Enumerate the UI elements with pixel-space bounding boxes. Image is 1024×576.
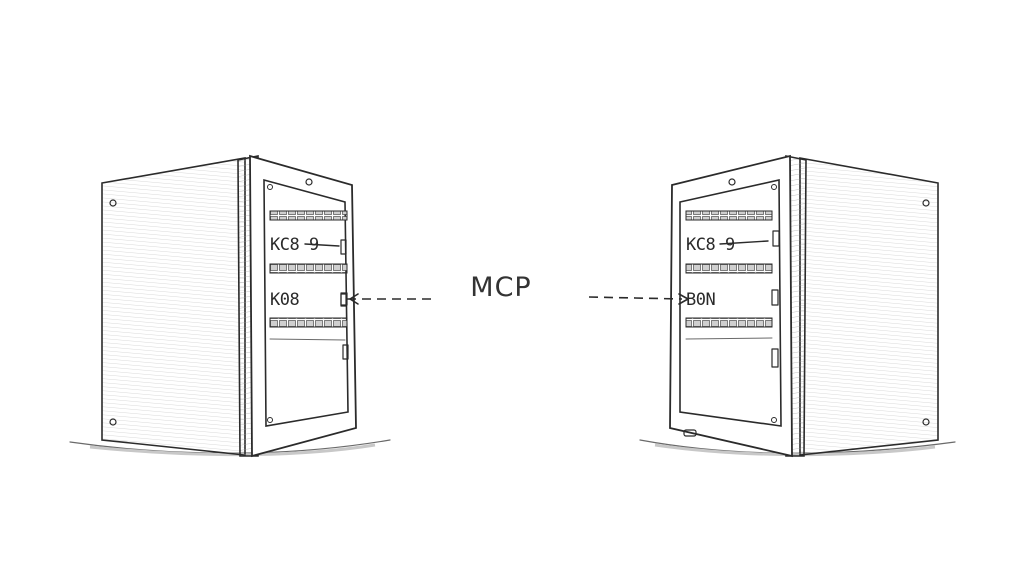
right-connector xyxy=(588,293,689,305)
right-server-side-face xyxy=(799,157,939,456)
right-indicator-line xyxy=(719,240,769,245)
left-indicator-line xyxy=(269,338,346,341)
left-server: KC8 9 K08 xyxy=(69,154,391,458)
right-drive-bay-strip xyxy=(685,263,773,274)
left-panel-label-2: K08 xyxy=(270,290,299,310)
screw-icon xyxy=(922,418,930,426)
left-server-panel xyxy=(263,178,349,427)
left-drive-bay-strip xyxy=(269,263,348,274)
connector-label: MCP xyxy=(470,272,531,303)
right-drive-bay-strip xyxy=(685,317,773,328)
right-panel-label-1: KC8 9 xyxy=(686,235,735,255)
led-icon xyxy=(771,289,779,306)
port-icon xyxy=(340,292,348,306)
arrowhead-right-icon xyxy=(678,293,689,305)
led-icon xyxy=(771,348,779,368)
right-server: KC8 9 B0N xyxy=(639,154,956,458)
left-connector xyxy=(340,292,432,306)
left-server-front-face xyxy=(249,154,357,458)
screw-icon xyxy=(267,417,273,423)
left-drive-bay-strip xyxy=(269,210,348,221)
right-panel-label-2: B0N xyxy=(686,290,715,310)
foot-icon xyxy=(683,429,697,437)
left-indicator-line xyxy=(304,243,340,247)
screw-icon xyxy=(728,178,736,186)
right-drive-bay-strip xyxy=(685,210,773,221)
arrowhead-left-icon xyxy=(349,293,359,305)
screw-icon xyxy=(305,178,313,186)
left-panel-label-1: KC8 9 xyxy=(270,235,319,255)
right-server-panel xyxy=(679,179,782,427)
led-icon xyxy=(772,230,780,247)
left-drive-bay-strip xyxy=(269,317,348,328)
left-server-shadow xyxy=(69,439,391,454)
screw-icon xyxy=(109,199,117,207)
right-server-front-face xyxy=(669,154,793,458)
screw-icon xyxy=(771,417,777,423)
right-indicator-line xyxy=(685,337,773,340)
screw-icon xyxy=(922,199,930,207)
screw-icon xyxy=(267,184,273,190)
led-icon xyxy=(340,239,347,255)
screw-icon xyxy=(771,184,777,190)
screw-icon xyxy=(109,418,117,426)
left-server-side-face xyxy=(101,157,246,456)
led-icon xyxy=(342,344,349,360)
